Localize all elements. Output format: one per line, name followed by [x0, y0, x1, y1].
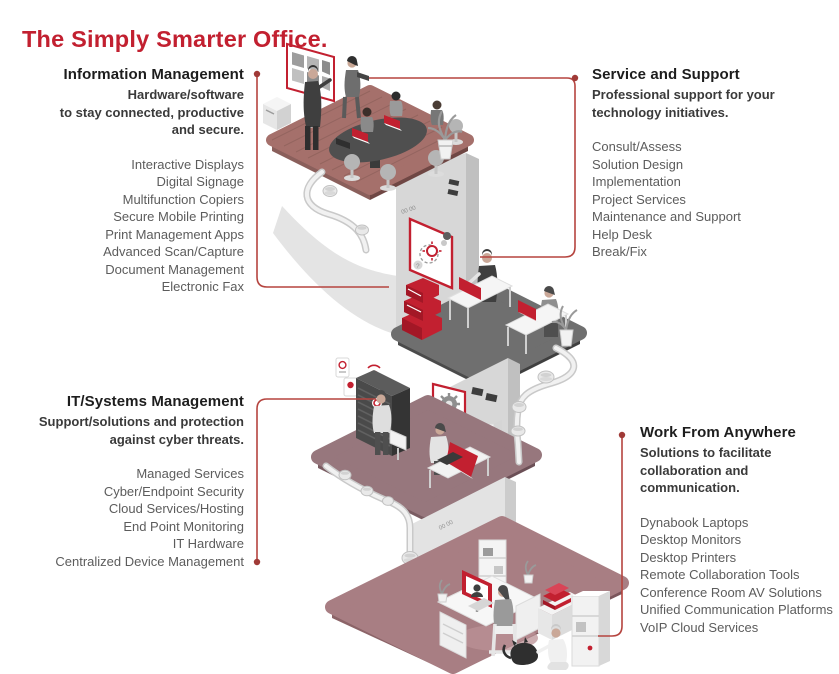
list-item: Solution Design: [592, 156, 684, 172]
list-item: Consult/Assess: [592, 139, 682, 154]
section-subtitle: Solutions to facilitate collaboration and…: [640, 444, 839, 497]
list-item: Break/Fix: [592, 244, 647, 259]
section-heading: IT/Systems Management: [66, 393, 244, 410]
subtitle-line: communication.: [640, 480, 740, 495]
subtitle-line: Solutions to facilitate: [640, 445, 772, 460]
section-heading: Information Management: [63, 66, 244, 83]
list-item: Cloud Services/Hosting: [108, 501, 244, 516]
person-presenter: [303, 65, 332, 150]
section-it-systems-management: IT/Systems Management Support/solutions …: [0, 393, 244, 570]
conference-floor: 00 00: [263, 42, 479, 335]
seated-people: [360, 91, 444, 132]
plant-office: [551, 305, 578, 347]
section-subtitle: Support/solutions and protection against …: [0, 413, 244, 448]
list-item: Unified Communication Platforms: [640, 602, 833, 617]
subtitle-line: to stay connected, productive: [59, 104, 244, 120]
list-item: Project Services: [592, 191, 686, 207]
section-work-from-anywhere: Work From Anywhere Solutions to facilita…: [640, 424, 839, 636]
subtitle-line: and secure.: [171, 122, 244, 137]
connector-service-and-support: [369, 77, 576, 258]
it-desk: [426, 423, 492, 488]
list-item: End Point Monitoring: [123, 518, 244, 534]
list-item: Remote Collaboration Tools: [640, 567, 800, 582]
connector-it-systems-management: [256, 398, 376, 560]
section-service-and-support: Service and Support Professional support…: [592, 66, 839, 261]
list-item: Desktop Monitors: [640, 532, 742, 547]
subtitle-line: Hardware/software: [127, 87, 244, 102]
page-title: The Simply Smarter Office.: [22, 25, 328, 52]
list-item: Document Management: [105, 261, 244, 277]
list-item: Maintenance and Support: [592, 209, 741, 224]
list-item: Help Desk: [592, 226, 652, 242]
red-copier-stack: [402, 278, 442, 340]
list-item: Managed Services: [136, 466, 244, 481]
cat: [502, 637, 538, 665]
list-item: IT Hardware: [172, 536, 244, 551]
list-item: Multifunction Copiers: [122, 191, 244, 207]
list-item: Advanced Scan/Capture: [103, 244, 244, 259]
callout-connectors: [253, 70, 626, 637]
list-item: Cyber/Endpoint Security: [103, 483, 244, 499]
list-item: Desktop Printers: [640, 549, 737, 565]
list-item: Print Management Apps: [105, 226, 244, 242]
connector-dots: [253, 70, 626, 566]
list-item: Dynabook Laptops: [640, 514, 749, 530]
section-heading: Service and Support: [592, 66, 740, 83]
section-subtitle: Professional support for your technology …: [592, 86, 839, 121]
section-heading: Work From Anywhere: [640, 424, 796, 441]
section-information-management: Information Management Hardware/software…: [0, 66, 244, 296]
list-item: VoIP Cloud Services: [640, 619, 759, 635]
tall-shelf: [571, 591, 610, 667]
subtitle-line: technology initiatives.: [592, 104, 729, 120]
conference-chairs: [344, 119, 463, 191]
connector-work-from-anywhere: [598, 436, 623, 637]
plant-conference: [427, 110, 463, 160]
conference-table: [329, 115, 427, 168]
subtitle-line: Professional support for your: [592, 87, 775, 102]
list-item: Secure Mobile Printing: [113, 209, 244, 224]
person-with-laptop: [342, 56, 369, 119]
subtitle-line: collaboration and: [640, 462, 749, 478]
gear-whiteboard: ?: [408, 217, 454, 290]
connector-information-management: [256, 74, 389, 288]
list-item: Conference Room AV Solutions: [640, 584, 822, 600]
list-item: Electronic Fax: [161, 279, 244, 294]
section-subtitle: Hardware/software to stay connected, prod…: [0, 86, 244, 139]
plant-home: [437, 560, 537, 603]
list-item: Interactive Displays: [131, 156, 244, 172]
list-item: Implementation: [592, 174, 681, 189]
person-kneeling: [536, 624, 569, 670]
person-technician: [372, 390, 407, 460]
security-cards: [335, 357, 358, 397]
subtitle-line: against cyber threats.: [109, 431, 244, 447]
list-item: Digital Signage: [156, 174, 244, 189]
wall-marking: 00 00: [401, 205, 418, 216]
small-copier: [263, 97, 291, 130]
question-mark: ?: [416, 263, 420, 270]
subtitle-line: Support/solutions and protection: [38, 414, 244, 429]
list-item: Centralized Device Management: [55, 553, 244, 569]
standing-desk: [446, 249, 514, 328]
home-office-floor: [325, 516, 629, 674]
